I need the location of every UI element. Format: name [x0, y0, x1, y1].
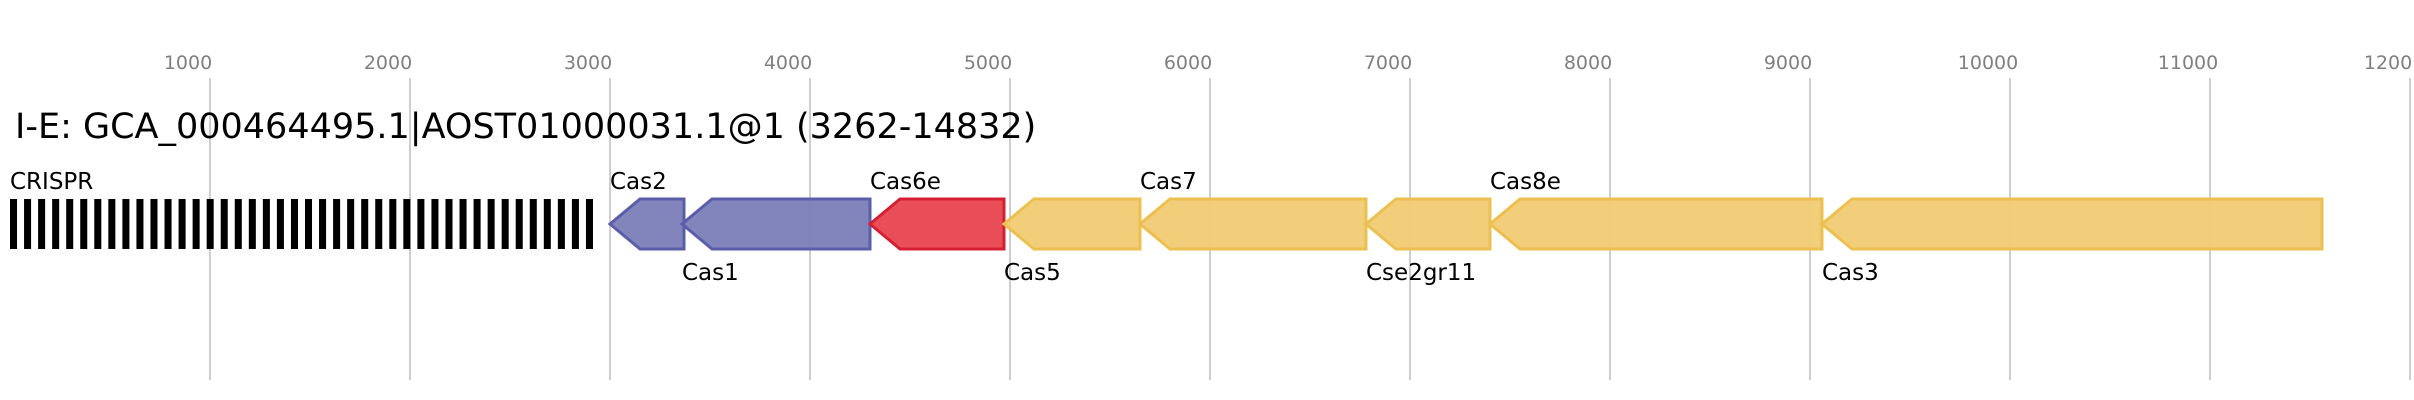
- crispr-repeat: [94, 199, 102, 249]
- crispr-repeat: [459, 199, 467, 249]
- gene-label-cas5: Cas5: [1004, 260, 1061, 286]
- tick-label: 2000: [364, 52, 412, 74]
- crispr-repeat: [571, 199, 579, 249]
- crispr-repeat: [52, 199, 60, 249]
- crispr-array: CRISPR: [10, 169, 593, 249]
- tick-label: 11000: [2158, 52, 2218, 74]
- crispr-repeat: [122, 199, 130, 249]
- crispr-repeat: [150, 199, 158, 249]
- crispr-repeat: [192, 199, 200, 249]
- tick-label: 9000: [1764, 52, 1812, 74]
- crispr-repeat: [445, 199, 453, 249]
- tick-label: 1200: [2364, 52, 2412, 74]
- crispr-repeat: [276, 199, 284, 249]
- crispr-repeat: [164, 199, 172, 249]
- gene-label-cas1: Cas1: [682, 260, 739, 286]
- crispr-repeat: [515, 199, 523, 249]
- crispr-repeat: [178, 199, 186, 249]
- tick-label: 6000: [1164, 52, 1212, 74]
- crispr-repeat: [473, 199, 481, 249]
- crispr-repeat: [305, 199, 313, 249]
- gene-arrow-cas1: [679, 197, 872, 251]
- crispr-repeat: [136, 199, 144, 249]
- crispr-repeat: [417, 199, 425, 249]
- crispr-repeat: [108, 199, 116, 249]
- crispr-repeat: [529, 199, 537, 249]
- gene-arrow-cas8e: [1487, 197, 1824, 251]
- crispr-repeat: [66, 199, 74, 249]
- crispr-repeat: [24, 199, 32, 249]
- crispr-repeat: [361, 199, 369, 249]
- crispr-repeat: [80, 199, 88, 249]
- crispr-repeat: [543, 199, 551, 249]
- axis-tick-labels: 1000 2000 3000 4000 5000 6000 7000 8000 9000 1000…: [164, 52, 2412, 74]
- crispr-repeat: [557, 199, 565, 249]
- crispr-repeat: [333, 199, 341, 249]
- crispr-repeat: [585, 199, 593, 249]
- crispr-repeat: [487, 199, 495, 249]
- gene-arrow-cas6e: [867, 197, 1006, 251]
- tick-label: 4000: [764, 52, 812, 74]
- gene-arrow-cas3: [1819, 197, 2324, 251]
- crispr-label: CRISPR: [10, 169, 93, 195]
- gene-label-cas3: Cas3: [1822, 260, 1879, 286]
- gene-arrow-cas5: [1001, 197, 1142, 251]
- tick-label: 8000: [1564, 52, 1612, 74]
- crispr-repeat: [389, 199, 397, 249]
- crispr-repeat: [10, 199, 18, 249]
- crispr-repeat: [347, 199, 355, 249]
- crispr-repeat: [262, 199, 270, 249]
- crispr-repeat: [234, 199, 242, 249]
- crispr-repeat: [206, 199, 214, 249]
- crispr-repeat: [431, 199, 439, 249]
- gene-label-cas2: Cas2: [610, 169, 667, 195]
- tick-label: 3000: [564, 52, 612, 74]
- crispr-repeat: [501, 199, 509, 249]
- gene-label-cas7: Cas7: [1140, 169, 1197, 195]
- gene-label-cse2gr11: Cse2gr11: [1366, 260, 1476, 286]
- crispr-repeat: [375, 199, 383, 249]
- crispr-repeat: [290, 199, 298, 249]
- gene-arrow-cas2: [607, 197, 686, 251]
- diagram-title: I-E: GCA_000464495.1|AOST01000031.1@1 (3…: [15, 107, 1036, 147]
- tick-label: 1000: [164, 52, 212, 74]
- crispr-repeat: [220, 199, 228, 249]
- crispr-repeat: [403, 199, 411, 249]
- tick-label: 7000: [1364, 52, 1412, 74]
- tick-label: 10000: [1958, 52, 2018, 74]
- crispr-repeat: [38, 199, 46, 249]
- gene-arrow-cas7: [1137, 197, 1368, 251]
- gene-label-cas6e: Cas6e: [870, 169, 941, 195]
- gene-arrow-cse2gr11: [1363, 197, 1492, 251]
- crispr-repeat: [319, 199, 327, 249]
- tick-label: 5000: [964, 52, 1012, 74]
- crispr-repeat: [248, 199, 256, 249]
- gene-label-cas8e: Cas8e: [1490, 169, 1561, 195]
